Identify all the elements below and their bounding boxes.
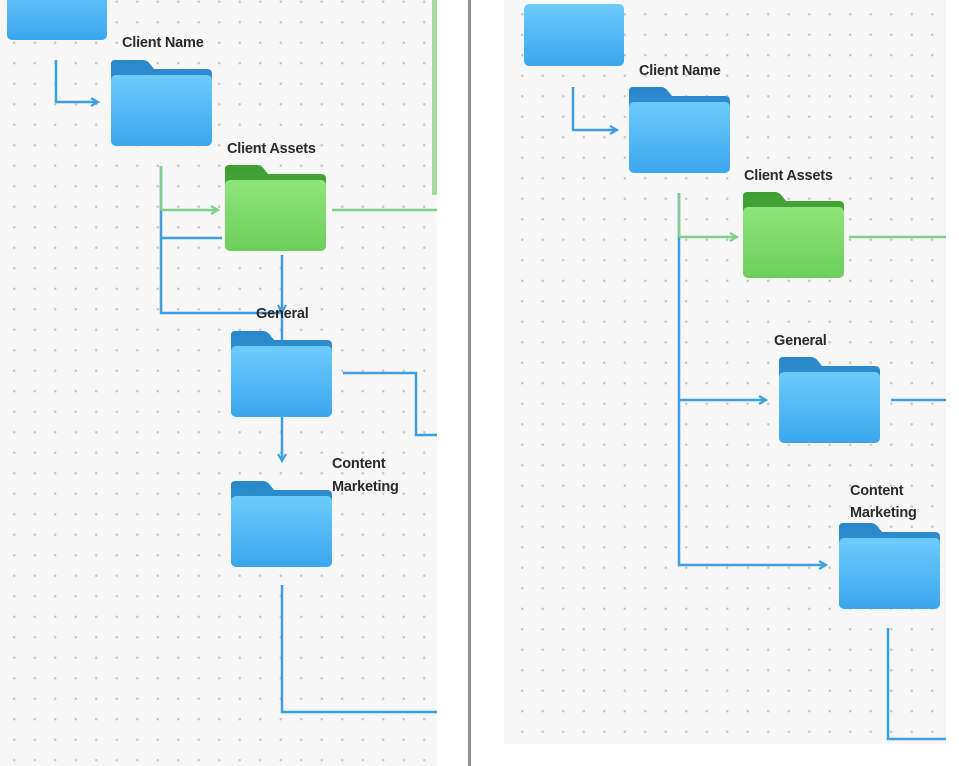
connector-trunk <box>677 193 826 565</box>
edge-green-strip <box>432 0 437 195</box>
label-content-line1: Content <box>850 483 904 499</box>
label-client-name: Client Name <box>639 63 721 79</box>
folder-blue-icon[interactable] <box>839 523 940 609</box>
connector-root-to-client-name <box>54 60 98 102</box>
folder-green-icon[interactable] <box>225 165 326 251</box>
connector-general-out <box>343 371 437 437</box>
gap-strip <box>471 0 504 766</box>
gap-strip <box>437 0 468 766</box>
right-canvas: Client Name Client Assets General Conten… <box>504 0 946 744</box>
right-connectors <box>571 87 946 741</box>
label-content-line2: Marketing <box>332 479 399 495</box>
folder-blue-icon[interactable] <box>629 87 730 173</box>
left-connectors <box>54 60 437 714</box>
label-client-assets: Client Assets <box>744 168 833 184</box>
label-general: General <box>256 306 309 322</box>
label-client-assets: Client Assets <box>227 141 316 157</box>
label-client-name: Client Name <box>122 35 204 51</box>
folder-blue-icon[interactable] <box>779 357 880 443</box>
connector-content-out <box>886 628 946 741</box>
folder-green-icon[interactable] <box>743 192 844 278</box>
left-canvas: Client Name Client Assets General Conten… <box>0 0 437 766</box>
label-general: General <box>774 333 827 349</box>
folder-blue-icon[interactable] <box>111 60 212 146</box>
connector-trunk <box>159 166 282 315</box>
connector-root-to-client-name <box>571 87 617 130</box>
folder-blue-icon[interactable] <box>7 0 107 42</box>
label-content-line1: Content <box>332 456 386 472</box>
connector-content-out <box>280 585 437 714</box>
folder-blue-icon[interactable] <box>231 481 332 567</box>
folder-blue-icon[interactable] <box>231 331 332 417</box>
label-content-line2: Marketing <box>850 505 917 521</box>
panel-divider[interactable] <box>468 0 471 766</box>
folder-blue-icon[interactable] <box>524 4 624 68</box>
